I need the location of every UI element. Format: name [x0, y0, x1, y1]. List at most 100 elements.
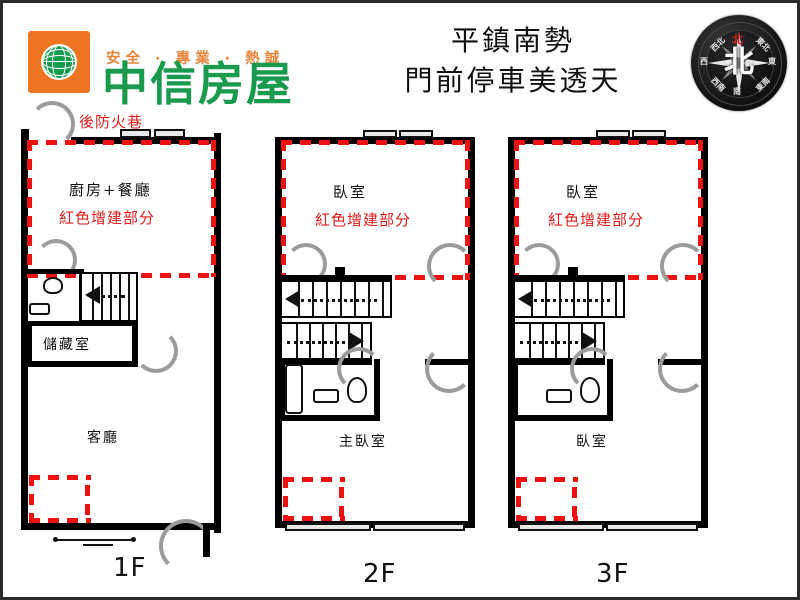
- dimension-dot-right-1f: [131, 537, 136, 542]
- red-addition-edge-2f-top: [281, 140, 471, 145]
- wall-2f-bath-right: [374, 359, 380, 421]
- title-line-2: 門前停車美透天: [404, 63, 622, 97]
- brand-name: 中信房屋: [102, 57, 294, 111]
- red-balcony-3f-right: [572, 487, 577, 521]
- wall-1f-partition-a: [27, 269, 83, 274]
- door-3f-balcony: [658, 345, 706, 393]
- header: 安全 · 專業 · 熱誠 中信房屋 平鎮南勢 門前停車美透天 北 北 南 東 西…: [3, 3, 800, 121]
- dimension-dot-left-1f: [53, 537, 58, 542]
- wall-3f-right: [701, 137, 708, 527]
- room-label-1f-kitchen-dining: 廚房+餐廳: [69, 181, 152, 199]
- red-balcony-3f-bottom: [516, 516, 578, 521]
- red-addition-edge-1f-top: [27, 140, 217, 145]
- wall-1f-left: [21, 129, 28, 529]
- window-1f-rear-a: [120, 129, 151, 138]
- compass-label-north: 北: [732, 33, 743, 46]
- red-balcony-2f-top: [283, 477, 345, 482]
- wall-3f-left: [508, 137, 515, 527]
- floor-plan-1f: 後防火巷 廚房+餐廳 紅色增建部分: [21, 101, 241, 583]
- red-balcony-3f-left: [516, 477, 521, 521]
- dimension-line-1f-b: [83, 544, 113, 546]
- wall-1f-storage-bottom: [27, 361, 137, 367]
- window-1f-rear-b: [154, 129, 185, 138]
- red-addition-label-2f: 紅色增建部分: [315, 211, 412, 229]
- globe-parallel-2: [43, 49, 75, 76]
- room-label-2f-master: 主臥室: [339, 434, 387, 450]
- window-3f-front-a: [518, 523, 604, 531]
- red-addition-edge-3f-left: [514, 140, 519, 280]
- toilet-3f: [580, 377, 600, 403]
- red-carport-1f-right: [85, 485, 90, 523]
- red-balcony-3f-top: [516, 477, 578, 482]
- red-carport-1f-left: [29, 475, 34, 523]
- door-1f-storage: [134, 329, 178, 373]
- wall-3f-bath-left: [513, 359, 518, 419]
- toilet-2f: [347, 377, 367, 403]
- wall-1f-storage-right: [132, 321, 138, 367]
- window-2f-rear-a: [363, 130, 397, 138]
- stair-arrow-3f-down: [582, 332, 597, 350]
- wall-2f-bath-left: [280, 359, 285, 419]
- red-addition-edge-1f-left: [27, 140, 32, 277]
- stair-arrow-2f-down: [349, 332, 364, 350]
- compass-label-south: 南: [733, 87, 741, 96]
- window-2f-front-b: [373, 523, 465, 531]
- wall-1f-storage-left: [27, 321, 32, 365]
- wall-2f-stair-bottom: [280, 359, 372, 365]
- red-carport-1f-top: [29, 475, 91, 480]
- door-1f-rear: [29, 101, 75, 147]
- wall-3f-stair-bottom: [513, 359, 605, 365]
- rear-fire-lane-label: 後防火巷: [79, 113, 144, 131]
- floor-plan-3f: 臥室 紅色增建部分 臥室: [508, 130, 728, 589]
- compass-outer-ring: [698, 22, 782, 106]
- wall-1f-entrance-jamb: [203, 523, 210, 557]
- stair-path-3f-lower: [520, 341, 578, 344]
- wall-2f-left: [275, 137, 282, 527]
- door-3f-bedroom-right: [660, 243, 706, 289]
- dimension-line-1f: [55, 539, 135, 541]
- compass-rose-icon: 北 北 南 東 西 東北 西北 東南 西南: [691, 15, 787, 111]
- sink-3f: [546, 389, 572, 403]
- red-balcony-2f-right: [339, 487, 344, 521]
- floor-label-1f: 1F: [113, 553, 147, 583]
- wall-3f-bath-bottom: [513, 415, 613, 421]
- wall-3f-stair-post: [568, 267, 578, 281]
- stair-path-2f-upper: [301, 299, 377, 302]
- stair-arrow-2f-up: [285, 290, 300, 308]
- wall-2f-bath-bottom: [280, 415, 380, 421]
- red-addition-label-1f: 紅色增建部分: [59, 209, 156, 227]
- red-balcony-2f-left: [283, 477, 288, 521]
- brand-logo-block: 安全 · 專業 · 熱誠 中信房屋: [28, 27, 318, 107]
- page-title: 平鎮南勢 門前停車美透天: [358, 21, 668, 101]
- stair-path-2f-lower: [287, 341, 345, 344]
- compass-center-label: 北: [724, 45, 754, 80]
- sink-1f: [29, 303, 50, 315]
- zhongxin-logo-icon: [28, 31, 90, 93]
- wall-1f-topleft-stub: [21, 129, 29, 151]
- red-addition-edge-3f-top: [514, 140, 704, 145]
- stair-direction-arrow-1f: [85, 286, 100, 304]
- room-label-1f-living: 客廳: [87, 430, 119, 446]
- stair-arrow-3f-up: [518, 290, 533, 308]
- red-addition-edge-2f-right: [465, 140, 470, 280]
- globe-icon: [41, 44, 77, 80]
- window-3f-rear-a: [596, 130, 630, 138]
- door-1f-inner-upper: [35, 239, 77, 281]
- wall-1f-bottom: [21, 523, 221, 530]
- window-2f-rear-b: [399, 130, 433, 138]
- wall-3f-bath-right: [607, 359, 613, 421]
- door-2f-bedroom-right: [427, 243, 473, 289]
- red-addition-edge-2f-left: [281, 140, 286, 280]
- red-balcony-2f-bottom: [283, 516, 345, 521]
- red-addition-edge-3f-right: [698, 140, 703, 280]
- red-addition-edge-1f-right: [211, 140, 216, 277]
- bathtub-2f: [285, 364, 303, 414]
- red-carport-1f-bottom: [29, 518, 91, 523]
- window-3f-rear-b: [632, 130, 666, 138]
- compass-label-west: 西: [700, 57, 708, 66]
- compass-label-east: 東: [768, 57, 776, 66]
- door-2f-bathroom: [337, 347, 381, 391]
- title-line-1: 平鎮南勢: [450, 24, 575, 57]
- brand-slogan: 安全 · 專業 · 熱誠: [106, 51, 285, 67]
